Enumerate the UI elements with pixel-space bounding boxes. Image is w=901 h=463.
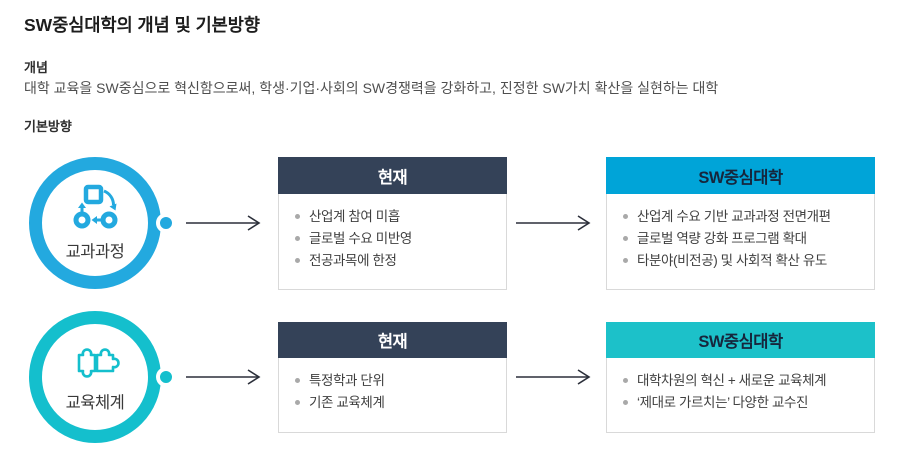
bullet-list: 특정학과 단위 기존 교육체계 [279, 358, 506, 414]
future-box-education-system: SW중심대학 대학차원의 혁신 + 새로운 교육체계 ‘제대로 가르치는’ 다양… [606, 322, 875, 433]
list-item: ‘제대로 가르치는’ 다양한 교수진 [621, 392, 868, 414]
connector-dot [156, 213, 176, 233]
list-item: 글로벌 수요 미반영 [293, 228, 500, 250]
bullet-list: 산업계 수요 기반 교과과정 전면개편 글로벌 역량 강화 프로그램 확대 타분… [607, 194, 874, 272]
list-item: 글로벌 역량 강화 프로그램 확대 [621, 228, 868, 250]
category-label: 교육체계 [65, 394, 125, 412]
category-label: 교과과정 [65, 243, 125, 261]
concept-heading: 개념 [24, 60, 48, 75]
list-item: 기존 교육체계 [293, 392, 500, 414]
list-item: 산업계 수요 기반 교과과정 전면개편 [621, 206, 868, 228]
box-body: 대학차원의 혁신 + 새로운 교육체계 ‘제대로 가르치는’ 다양한 교수진 [606, 358, 875, 433]
flow-arrow-icon [186, 369, 261, 385]
list-item: 특정학과 단위 [293, 370, 500, 392]
list-item: 대학차원의 혁신 + 새로운 교육체계 [621, 370, 868, 392]
box-body: 산업계 참여 미흡 글로벌 수요 미반영 전공과목에 한정 [278, 194, 507, 290]
list-item: 타분야(비전공) 및 사회적 확산 유도 [621, 250, 868, 272]
bullet-list: 대학차원의 혁신 + 새로운 교육체계 ‘제대로 가르치는’ 다양한 교수진 [607, 358, 874, 414]
current-box-education-system: 현재 특정학과 단위 기존 교육체계 [278, 322, 507, 433]
flow-arrow-icon [516, 369, 591, 385]
box-header: SW중심대학 [606, 157, 875, 194]
flow-arrow-icon [186, 215, 261, 231]
current-box-curriculum: 현재 산업계 참여 미흡 글로벌 수요 미반영 전공과목에 한정 [278, 157, 507, 290]
box-body: 특정학과 단위 기존 교육체계 [278, 358, 507, 433]
box-header: SW중심대학 [606, 322, 875, 358]
direction-heading: 기본방향 [24, 119, 72, 134]
category-circle-curriculum: 교과과정 [29, 157, 161, 289]
puzzle-icon [69, 341, 121, 386]
workflow-icon [71, 184, 119, 235]
box-header: 현재 [278, 322, 507, 358]
category-circle-education-system: 교육체계 [29, 311, 161, 443]
box-body: 산업계 수요 기반 교과과정 전면개편 글로벌 역량 강화 프로그램 확대 타분… [606, 194, 875, 290]
list-item: 전공과목에 한정 [293, 250, 500, 272]
concept-description: 대학 교육을 SW중심으로 혁신함으로써, 학생·기업·사회의 SW경쟁력을 강… [24, 80, 719, 96]
list-item: 산업계 참여 미흡 [293, 206, 500, 228]
page-title: SW중심대학의 개념 및 기본방향 [24, 15, 260, 35]
flow-arrow-icon [516, 215, 591, 231]
box-header: 현재 [278, 157, 507, 194]
future-box-curriculum: SW중심대학 산업계 수요 기반 교과과정 전면개편 글로벌 역량 강화 프로그… [606, 157, 875, 290]
bullet-list: 산업계 참여 미흡 글로벌 수요 미반영 전공과목에 한정 [279, 194, 506, 272]
connector-dot [156, 367, 176, 387]
